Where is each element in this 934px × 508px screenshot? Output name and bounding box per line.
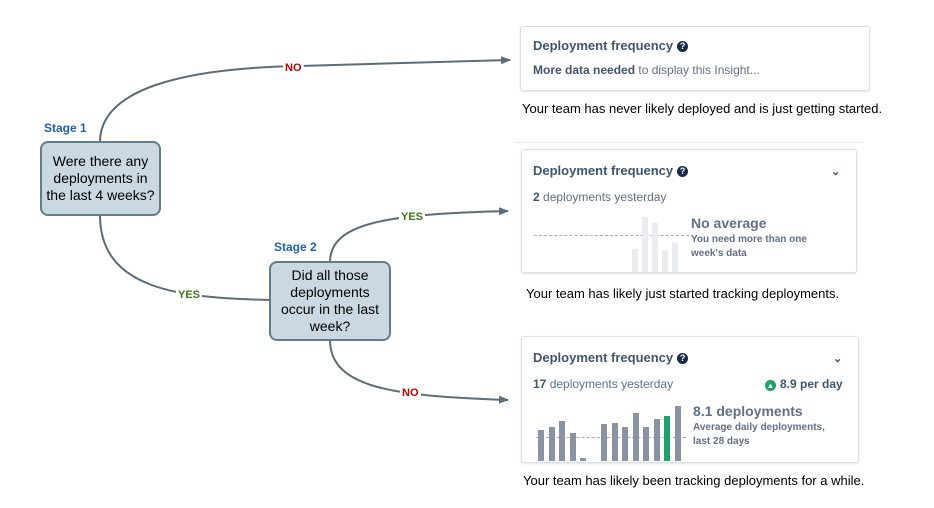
deployments-yesterday-count: 17	[533, 377, 547, 391]
chart-bar	[548, 427, 555, 461]
chart-bar	[611, 423, 618, 461]
card-title: Deployment frequency?	[533, 163, 689, 178]
caption-established: Your team has likely been tracking deplo…	[523, 473, 865, 488]
chevron-down-icon[interactable]: ⌄	[831, 166, 841, 178]
average-note: You need more than one week's data	[691, 233, 807, 261]
stage2-label: Stage 2	[274, 240, 317, 254]
chart-bar	[642, 217, 648, 272]
insight-card-first-week: Deployment frequency? ⌄ 2 deployments ye…	[521, 149, 857, 273]
card-title: Deployment frequency?	[533, 38, 689, 53]
chart-bar	[622, 427, 628, 461]
rate-value: 8.9 per day	[780, 377, 843, 391]
deployments-yesterday-text: deployments yesterday	[539, 190, 667, 204]
average-title: No average	[691, 215, 767, 231]
card-message-bold: More data needed	[533, 63, 636, 77]
stage1-question: Were there any deployments in the last 4…	[40, 141, 161, 216]
card-title-text: Deployment frequency	[533, 38, 674, 53]
deployments-yesterday-text: deployments yesterday	[546, 377, 674, 391]
chart-bar	[652, 223, 658, 272]
rate-indicator: ▲ 8.9 per day	[765, 377, 843, 391]
average-note-line1: You need more than one	[691, 234, 807, 245]
edge-label-stage2-yes: YES	[399, 211, 426, 224]
edge-label-stage2-no: NO	[400, 387, 421, 400]
chart-bar	[674, 406, 681, 461]
chart-bar	[662, 250, 668, 272]
chart-bar	[632, 249, 638, 272]
chart-bar	[653, 419, 660, 461]
help-icon[interactable]: ?	[677, 166, 689, 177]
average-title: 8.1 deployments	[693, 403, 803, 419]
chart-bar	[559, 421, 565, 461]
insight-card-established: Deployment frequency? ⌄ 17 deployments y…	[521, 336, 859, 463]
average-line	[536, 437, 686, 438]
edge-stage2-no	[329, 339, 509, 404]
stage1-question-text: Were there any deployments in the last 4…	[46, 153, 155, 203]
deployments-yesterday-count: 2	[533, 190, 540, 204]
card-title: Deployment frequency?	[533, 350, 689, 365]
stage2-question: Did all those deployments occur in the l…	[269, 261, 391, 341]
caption-no-data: Your team has never likely deployed and …	[522, 101, 883, 116]
caption-first-week: Your team has likely just started tracki…	[526, 286, 840, 301]
card-title-text: Deployment frequency	[533, 350, 674, 365]
help-icon[interactable]: ?	[677, 353, 689, 364]
help-icon[interactable]: ?	[677, 41, 689, 52]
mini-bar-chart	[632, 212, 687, 272]
chart-bar	[538, 430, 544, 461]
arrow-up-icon: ▲	[765, 380, 776, 391]
edge-stage1-no	[99, 56, 511, 143]
deployments-yesterday: 2 deployments yesterday	[533, 190, 666, 204]
chart-bar	[632, 413, 639, 461]
average-note-line2: week's data	[691, 248, 747, 259]
mini-bar-chart	[538, 399, 686, 461]
chevron-down-icon[interactable]: ⌄	[833, 353, 843, 365]
edge-label-stage1-yes: YES	[176, 289, 203, 302]
average-note-line1: Average daily deployments,	[693, 422, 825, 433]
chart-bar	[569, 433, 576, 461]
chart-bar	[664, 416, 670, 461]
card-message-rest: to display this Insight...	[635, 63, 760, 77]
insight-card-no-data: Deployment frequency? More data needed t…	[520, 26, 870, 91]
average-note: Average daily deployments, last 28 days	[693, 421, 825, 449]
average-line	[534, 235, 689, 236]
deployments-yesterday: 17 deployments yesterday	[533, 377, 673, 391]
stage2-question-text: Did all those deployments occur in the l…	[280, 267, 380, 334]
chart-bar	[643, 427, 649, 461]
card-message: More data needed to display this Insight…	[533, 63, 760, 77]
edge-stage2-yes	[329, 207, 509, 263]
edge-stage1-yes	[99, 214, 271, 301]
card-title-text: Deployment frequency	[533, 163, 674, 178]
average-note-line2: last 28 days	[693, 436, 750, 447]
chart-bar	[601, 424, 607, 461]
chart-bar	[580, 458, 586, 461]
chart-bar	[672, 243, 678, 272]
stage1-label: Stage 1	[44, 121, 87, 135]
divider	[514, 142, 864, 143]
edge-label-stage1-no: NO	[283, 62, 304, 75]
